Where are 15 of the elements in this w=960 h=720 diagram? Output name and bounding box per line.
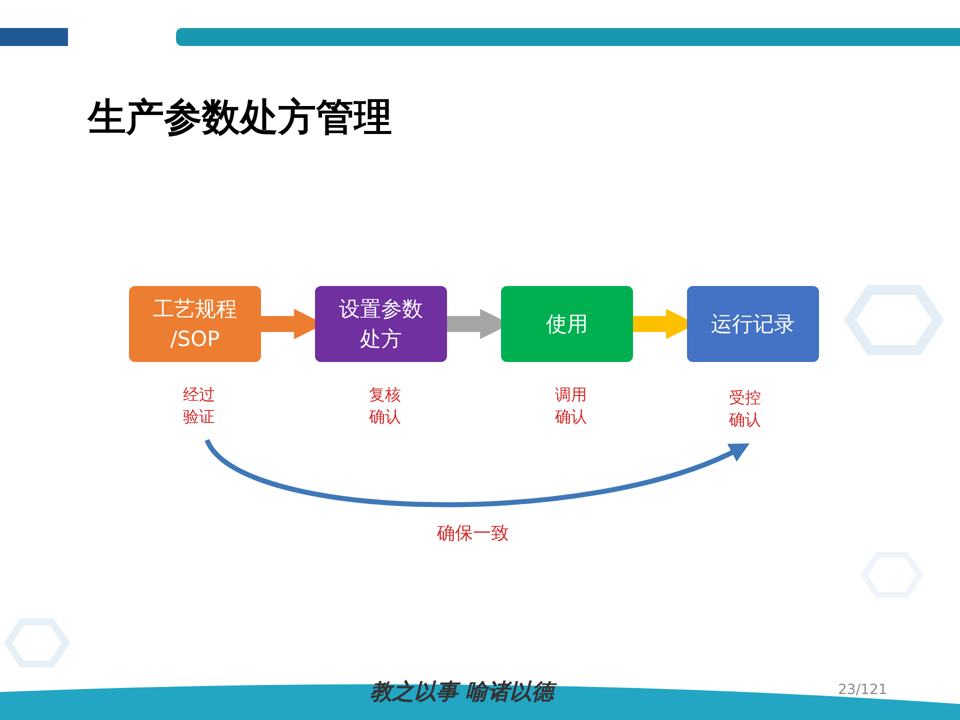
process-box (687, 286, 819, 362)
curved-arrow (205, 438, 750, 507)
process-box (315, 286, 447, 362)
node-label: 调用确认 (554, 384, 588, 428)
page-number: 23/121 (838, 681, 888, 700)
process-box (129, 286, 261, 362)
box-label: 工艺规程 /SOP (152, 296, 238, 353)
process-box (501, 286, 633, 362)
node-label: 经过验证 (182, 384, 216, 428)
box-label: 运行记录 (710, 311, 796, 338)
node-label: 复核确认 (368, 384, 402, 428)
node-label: 受控确认 (728, 387, 762, 431)
title: 生产参数处方管理 (88, 94, 392, 141)
box-label: 使用 (545, 311, 589, 338)
box-label: 设置参数处方 (338, 296, 424, 353)
